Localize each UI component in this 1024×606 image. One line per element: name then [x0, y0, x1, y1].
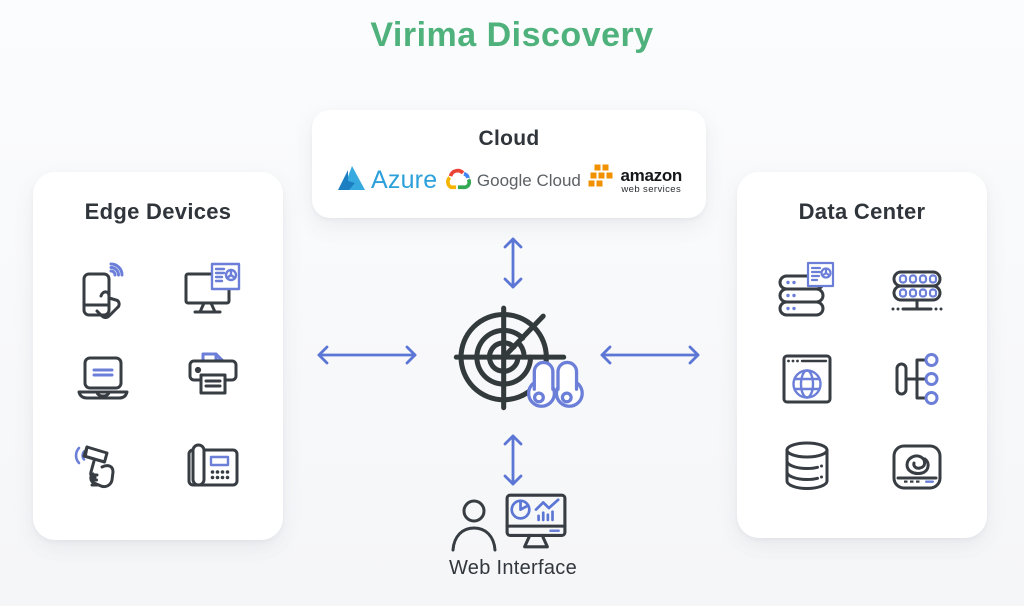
laptop-icon	[71, 347, 135, 411]
google-cloud-label: Google Cloud	[476, 170, 581, 190]
google-cloud-logo: Google Cloud	[442, 166, 581, 195]
aws-label-top: amazon	[620, 165, 683, 185]
desk-phone-icon	[181, 435, 245, 499]
mobile-phone-wifi-icon	[71, 259, 135, 323]
data-center-title: Data Center	[798, 199, 926, 224]
aws-label-bottom: web services	[621, 183, 682, 195]
azure-label: Azure	[371, 166, 438, 194]
arrow-center-cloud	[500, 233, 526, 298]
edge-devices-card: Edge Devices	[33, 172, 283, 540]
web-interface-label: Web Interface	[448, 557, 578, 579]
arrow-center-web-interface	[500, 430, 526, 495]
arrow-center-data-center	[596, 342, 704, 373]
page-title: Virima Discovery	[370, 16, 654, 54]
aws-boxes-icon	[586, 163, 616, 198]
handheld-scanner-icon	[71, 435, 135, 499]
edge-devices-title: Edge Devices	[84, 199, 232, 224]
discovery-center-group	[450, 294, 596, 416]
network-topology-icon	[885, 347, 949, 411]
desktop-dashboard-icon	[181, 259, 245, 323]
data-center-icon-grid	[737, 259, 987, 499]
azure-logo: Azure	[336, 165, 437, 196]
server-rack-icon	[885, 259, 949, 323]
aws-logo: amazon web services	[586, 163, 683, 198]
cloud-card: Cloud Azure	[312, 110, 706, 218]
web-interface-group	[446, 492, 586, 557]
google-cloud-icon	[442, 166, 472, 195]
arrow-center-edge-devices	[313, 342, 421, 373]
cloud-card-title: Cloud	[478, 127, 540, 150]
database-icon	[775, 435, 839, 499]
azure-icon	[336, 165, 366, 196]
radar-discovery-icon	[450, 294, 570, 419]
edge-devices-icon-grid	[33, 259, 283, 499]
printer-icon	[181, 347, 245, 411]
user-person-icon	[446, 494, 502, 557]
storage-drive-icon	[885, 435, 949, 499]
binoculars-icon	[524, 352, 592, 417]
cloud-providers-row: Azure Google Cloud	[312, 163, 706, 198]
monitor-analytics-icon	[504, 492, 568, 557]
browser-globe-icon	[775, 347, 839, 411]
aws-label: amazon web services	[621, 167, 683, 195]
data-center-card: Data Center	[737, 172, 987, 538]
server-stack-report-icon	[775, 259, 839, 323]
